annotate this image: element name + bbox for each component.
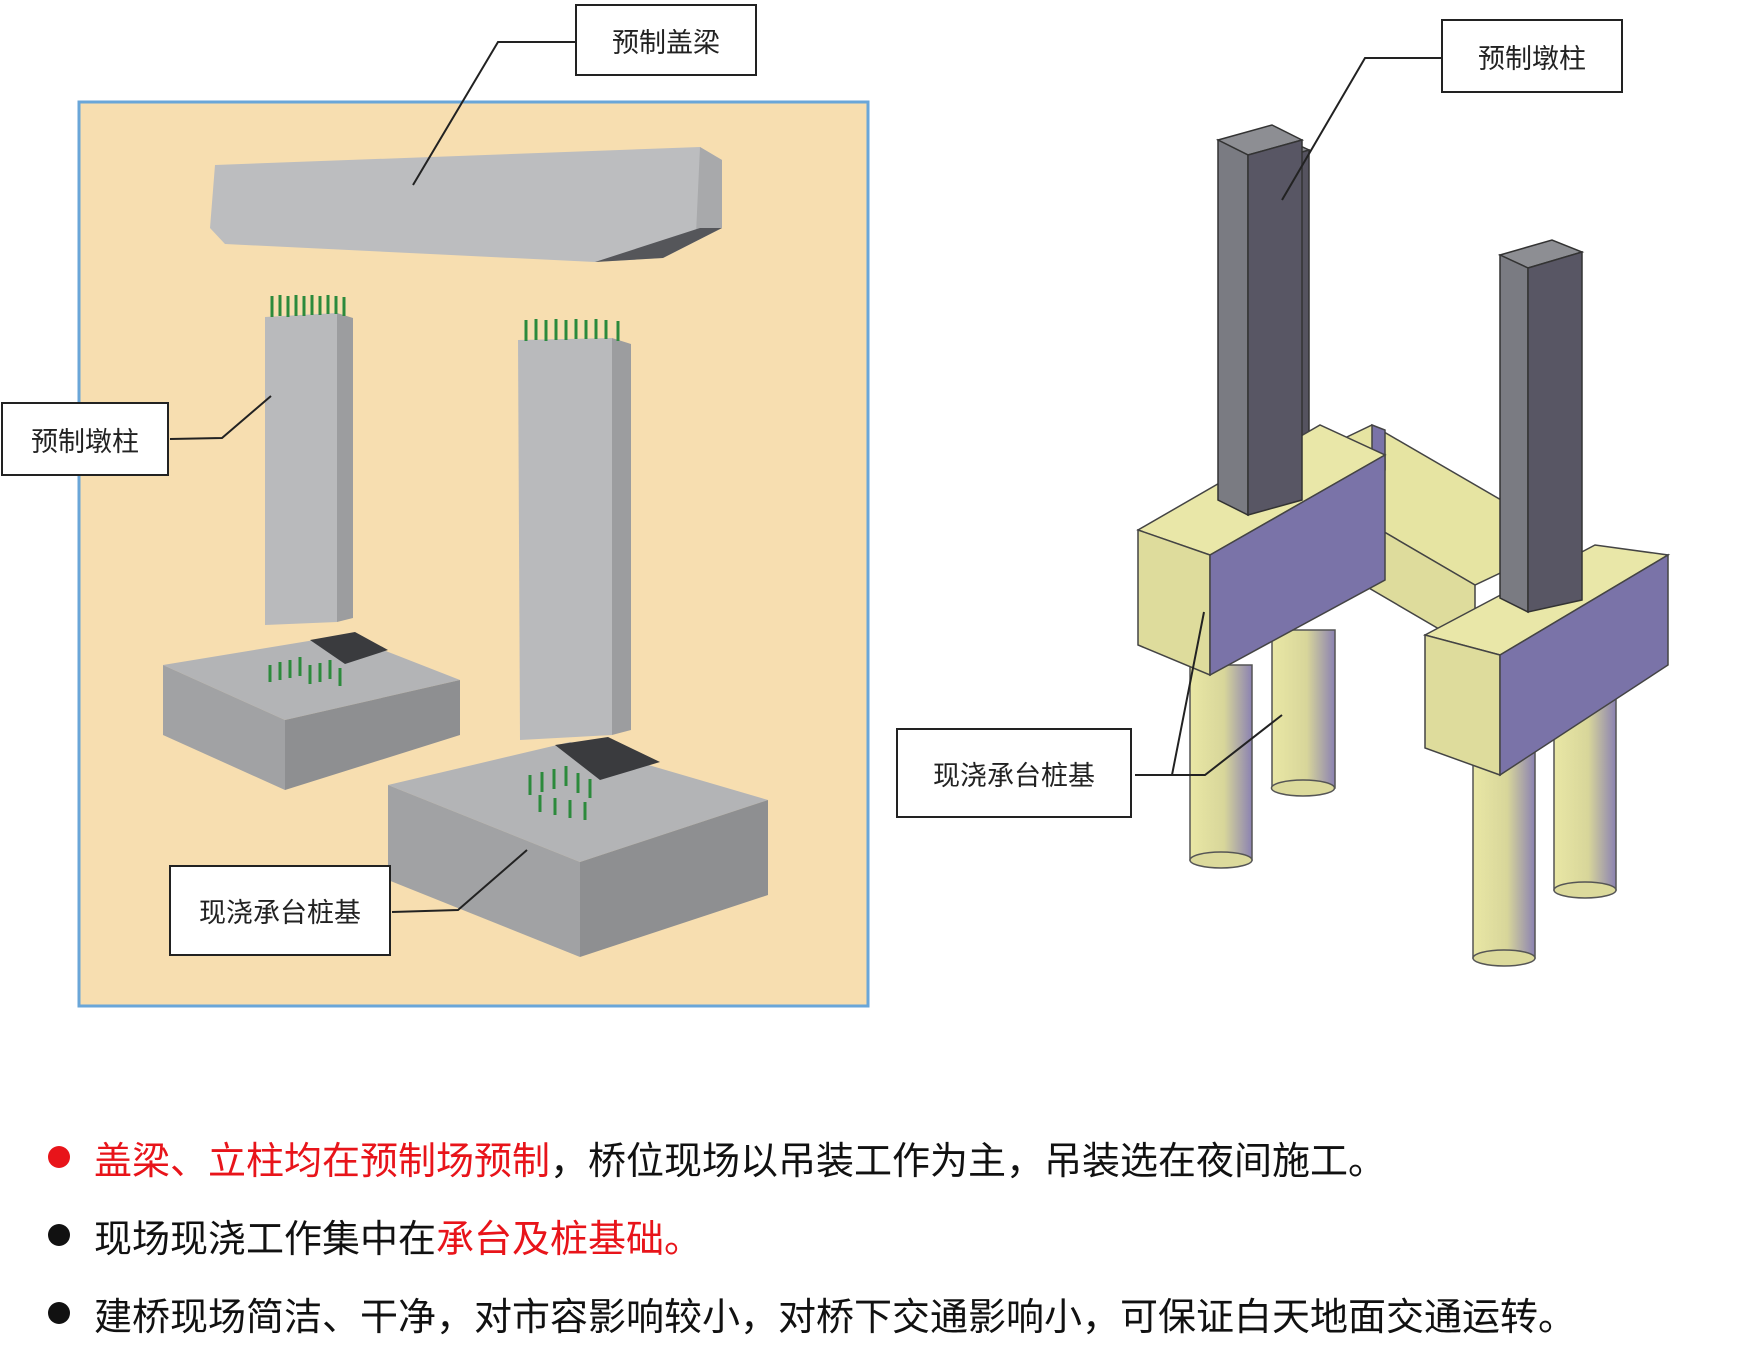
bullet-1-text: ，桥位现场以吊装工作为主，吊装选在夜间施工。 [550, 1138, 1387, 1183]
bullet-1-highlight: 盖梁、立柱均在预制场预制 [94, 1138, 551, 1183]
bullet-item-1: 盖梁、立柱均在预制场预制，桥位现场以吊装工作为主，吊装选在夜间施工。 [40, 1118, 1730, 1196]
leader-line-pile-cap-right-diagram-2 [1172, 714, 1283, 776]
bullet-dot [48, 1224, 70, 1246]
bullet-dot [48, 1302, 70, 1324]
precast-pier-column-left [1215, 124, 1305, 517]
precast-pier-column-left [265, 313, 353, 625]
bullet-item-3: 建桥现场简洁、干净，对市容影响较小，对桥下交通影响小，可保证白天地面交通运转。 [40, 1274, 1730, 1352]
rebar-top-left-column [270, 295, 346, 317]
callout-pile-cap-label-right: 现浇承台桩基 [896, 728, 1132, 818]
bullet-list: 盖梁、立柱均在预制场预制，桥位现场以吊装工作为主，吊装选在夜间施工。 现场现浇工… [40, 1118, 1730, 1352]
leader-line-pier-column-right-diagram [1281, 57, 1442, 201]
callout-pier-column-label: 预制墩柱 [1, 402, 169, 476]
pile-front-left [1189, 664, 1253, 869]
pile-front-right [1472, 749, 1536, 967]
rebar-pile-cap-left [268, 657, 342, 686]
bullet-2-highlight: 承台及桩基础。 [436, 1216, 703, 1261]
rebar-top-right-column [524, 319, 620, 341]
precast-cap-beam [210, 147, 722, 262]
bullet-dot-red [48, 1146, 70, 1168]
precast-pier-column-right [1497, 239, 1585, 614]
bullet-item-2: 现场现浇工作集中在承台及桩基础。 [40, 1196, 1730, 1274]
cast-in-place-pile-cap-right [388, 737, 768, 957]
bullet-2-text: 现场现浇工作集中在 [94, 1216, 437, 1261]
callout-cap-beam-label: 预制盖梁 [575, 4, 757, 76]
rebar-pile-cap-right [528, 766, 592, 820]
bullet-3-text: 建桥现场简洁、干净，对市容影响较小，对桥下交通影响小，可保证白天地面交通运转。 [94, 1294, 1577, 1339]
callout-pile-cap-label: 现浇承台桩基 [169, 865, 391, 956]
leader-line-cap-beam [412, 41, 575, 186]
leader-line-pier-column [169, 395, 272, 440]
pile-back-left [1270, 629, 1336, 797]
callout-pier-column-label-right: 预制墩柱 [1441, 19, 1623, 93]
leader-line-pile-cap [391, 849, 528, 913]
precast-pier-column-right [518, 338, 631, 740]
